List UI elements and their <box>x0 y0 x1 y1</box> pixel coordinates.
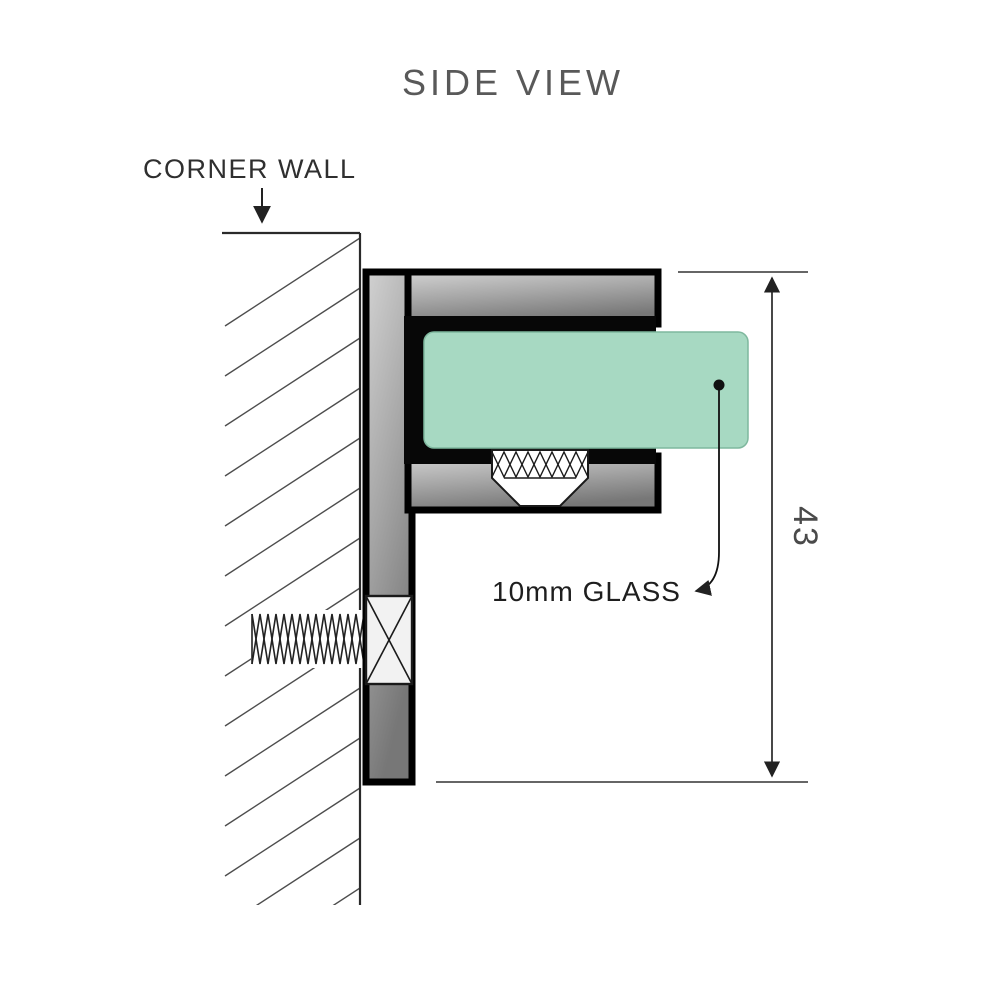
glass-label: 10mm GLASS <box>492 576 681 607</box>
mounting-screw <box>251 610 367 668</box>
hatch-line <box>224 787 361 877</box>
screw-head-cross <box>365 595 413 685</box>
dimension-43: 43 <box>436 271 824 783</box>
hatch-line <box>224 487 361 577</box>
hatch-line <box>224 337 361 427</box>
hatch-line <box>224 387 361 477</box>
diagram-title: SIDE VIEW <box>402 62 624 103</box>
corner-wall-label: CORNER WALL <box>143 154 357 184</box>
screw-head <box>364 594 414 686</box>
hatch-line <box>332 887 361 905</box>
glass-leader-dot <box>713 379 725 391</box>
bracket-spine <box>362 268 416 786</box>
hatch-line <box>224 437 361 527</box>
grub-screw-thread <box>491 450 589 479</box>
hatch-line <box>255 837 361 905</box>
hatch-line <box>224 287 361 377</box>
hatch-line <box>224 237 361 327</box>
screw-thread-zigzag <box>251 613 365 665</box>
grub-screw-thread <box>491 450 589 479</box>
wall-hatching <box>224 237 361 905</box>
grub-screw <box>491 449 589 507</box>
hatch-line <box>224 687 361 777</box>
dimension-label: 43 <box>786 506 824 548</box>
hatch-line <box>224 737 361 827</box>
screw-thread-zigzag <box>251 613 365 665</box>
hatch-line <box>224 537 361 627</box>
glass-leader-line <box>694 388 720 596</box>
glass-panel <box>423 331 749 449</box>
